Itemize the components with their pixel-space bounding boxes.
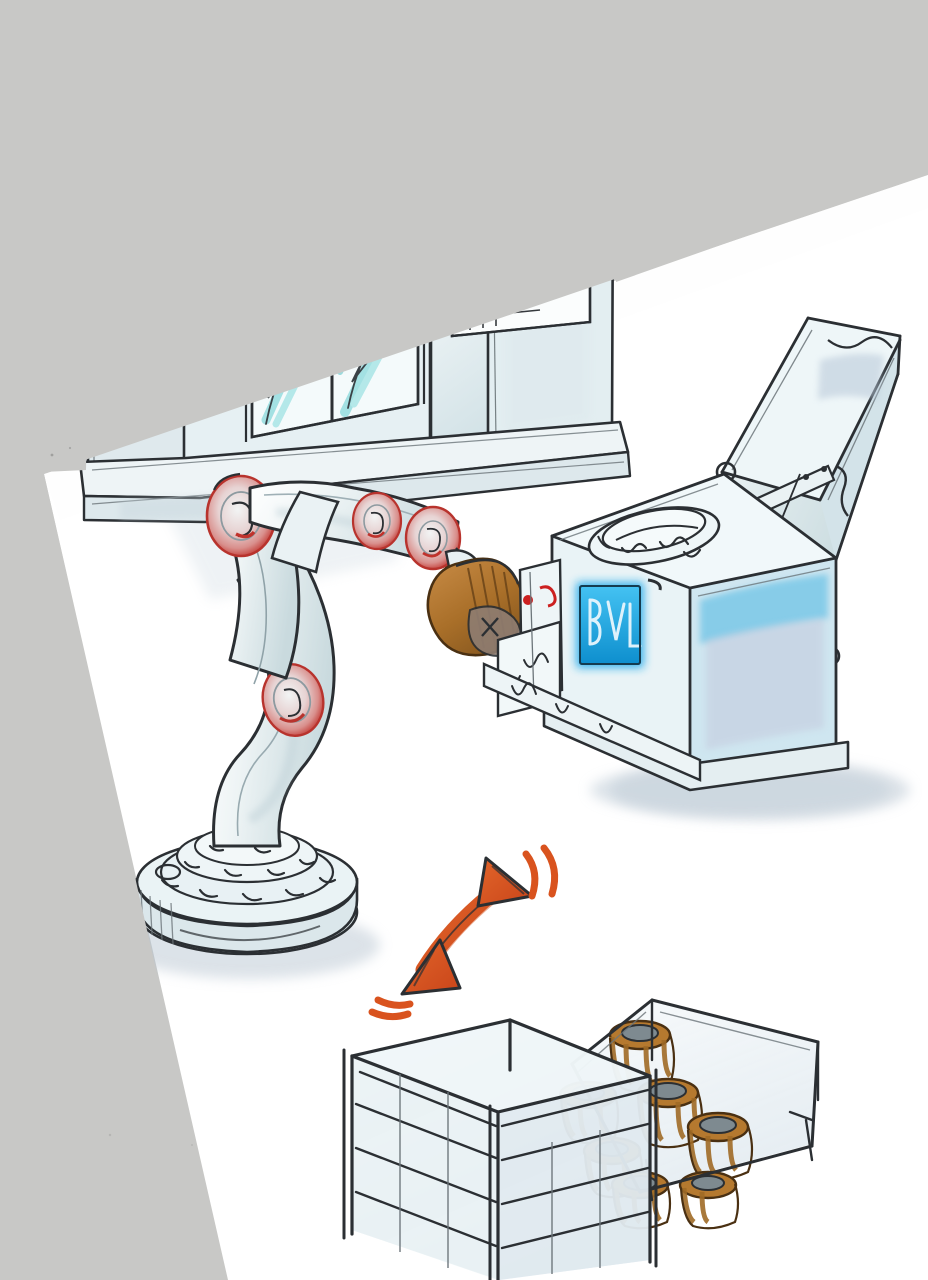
cleaning-machine[interactable]: [482, 316, 902, 816]
mesh-containers[interactable]: [342, 998, 820, 1280]
mesh-container-front: [342, 1018, 658, 1280]
wash-drum-opening: [587, 506, 721, 566]
mesh-bars-right: [500, 1088, 650, 1250]
transfer-rail: [482, 662, 702, 782]
base-bolt-holes: [154, 844, 337, 902]
robot-arm[interactable]: [135, 472, 525, 956]
bvl-brand-panel: [576, 578, 662, 668]
transfer-motion-arrow: [368, 844, 559, 1021]
arrow-motion-lines: [368, 844, 559, 1021]
robot-joint-elbow-lower: [261, 663, 325, 737]
robot-base: [135, 826, 359, 956]
robot-joint-wrist-1: [351, 491, 403, 551]
bvl-panel-text: [588, 598, 642, 648]
mesh-bars-left: [354, 1070, 498, 1248]
